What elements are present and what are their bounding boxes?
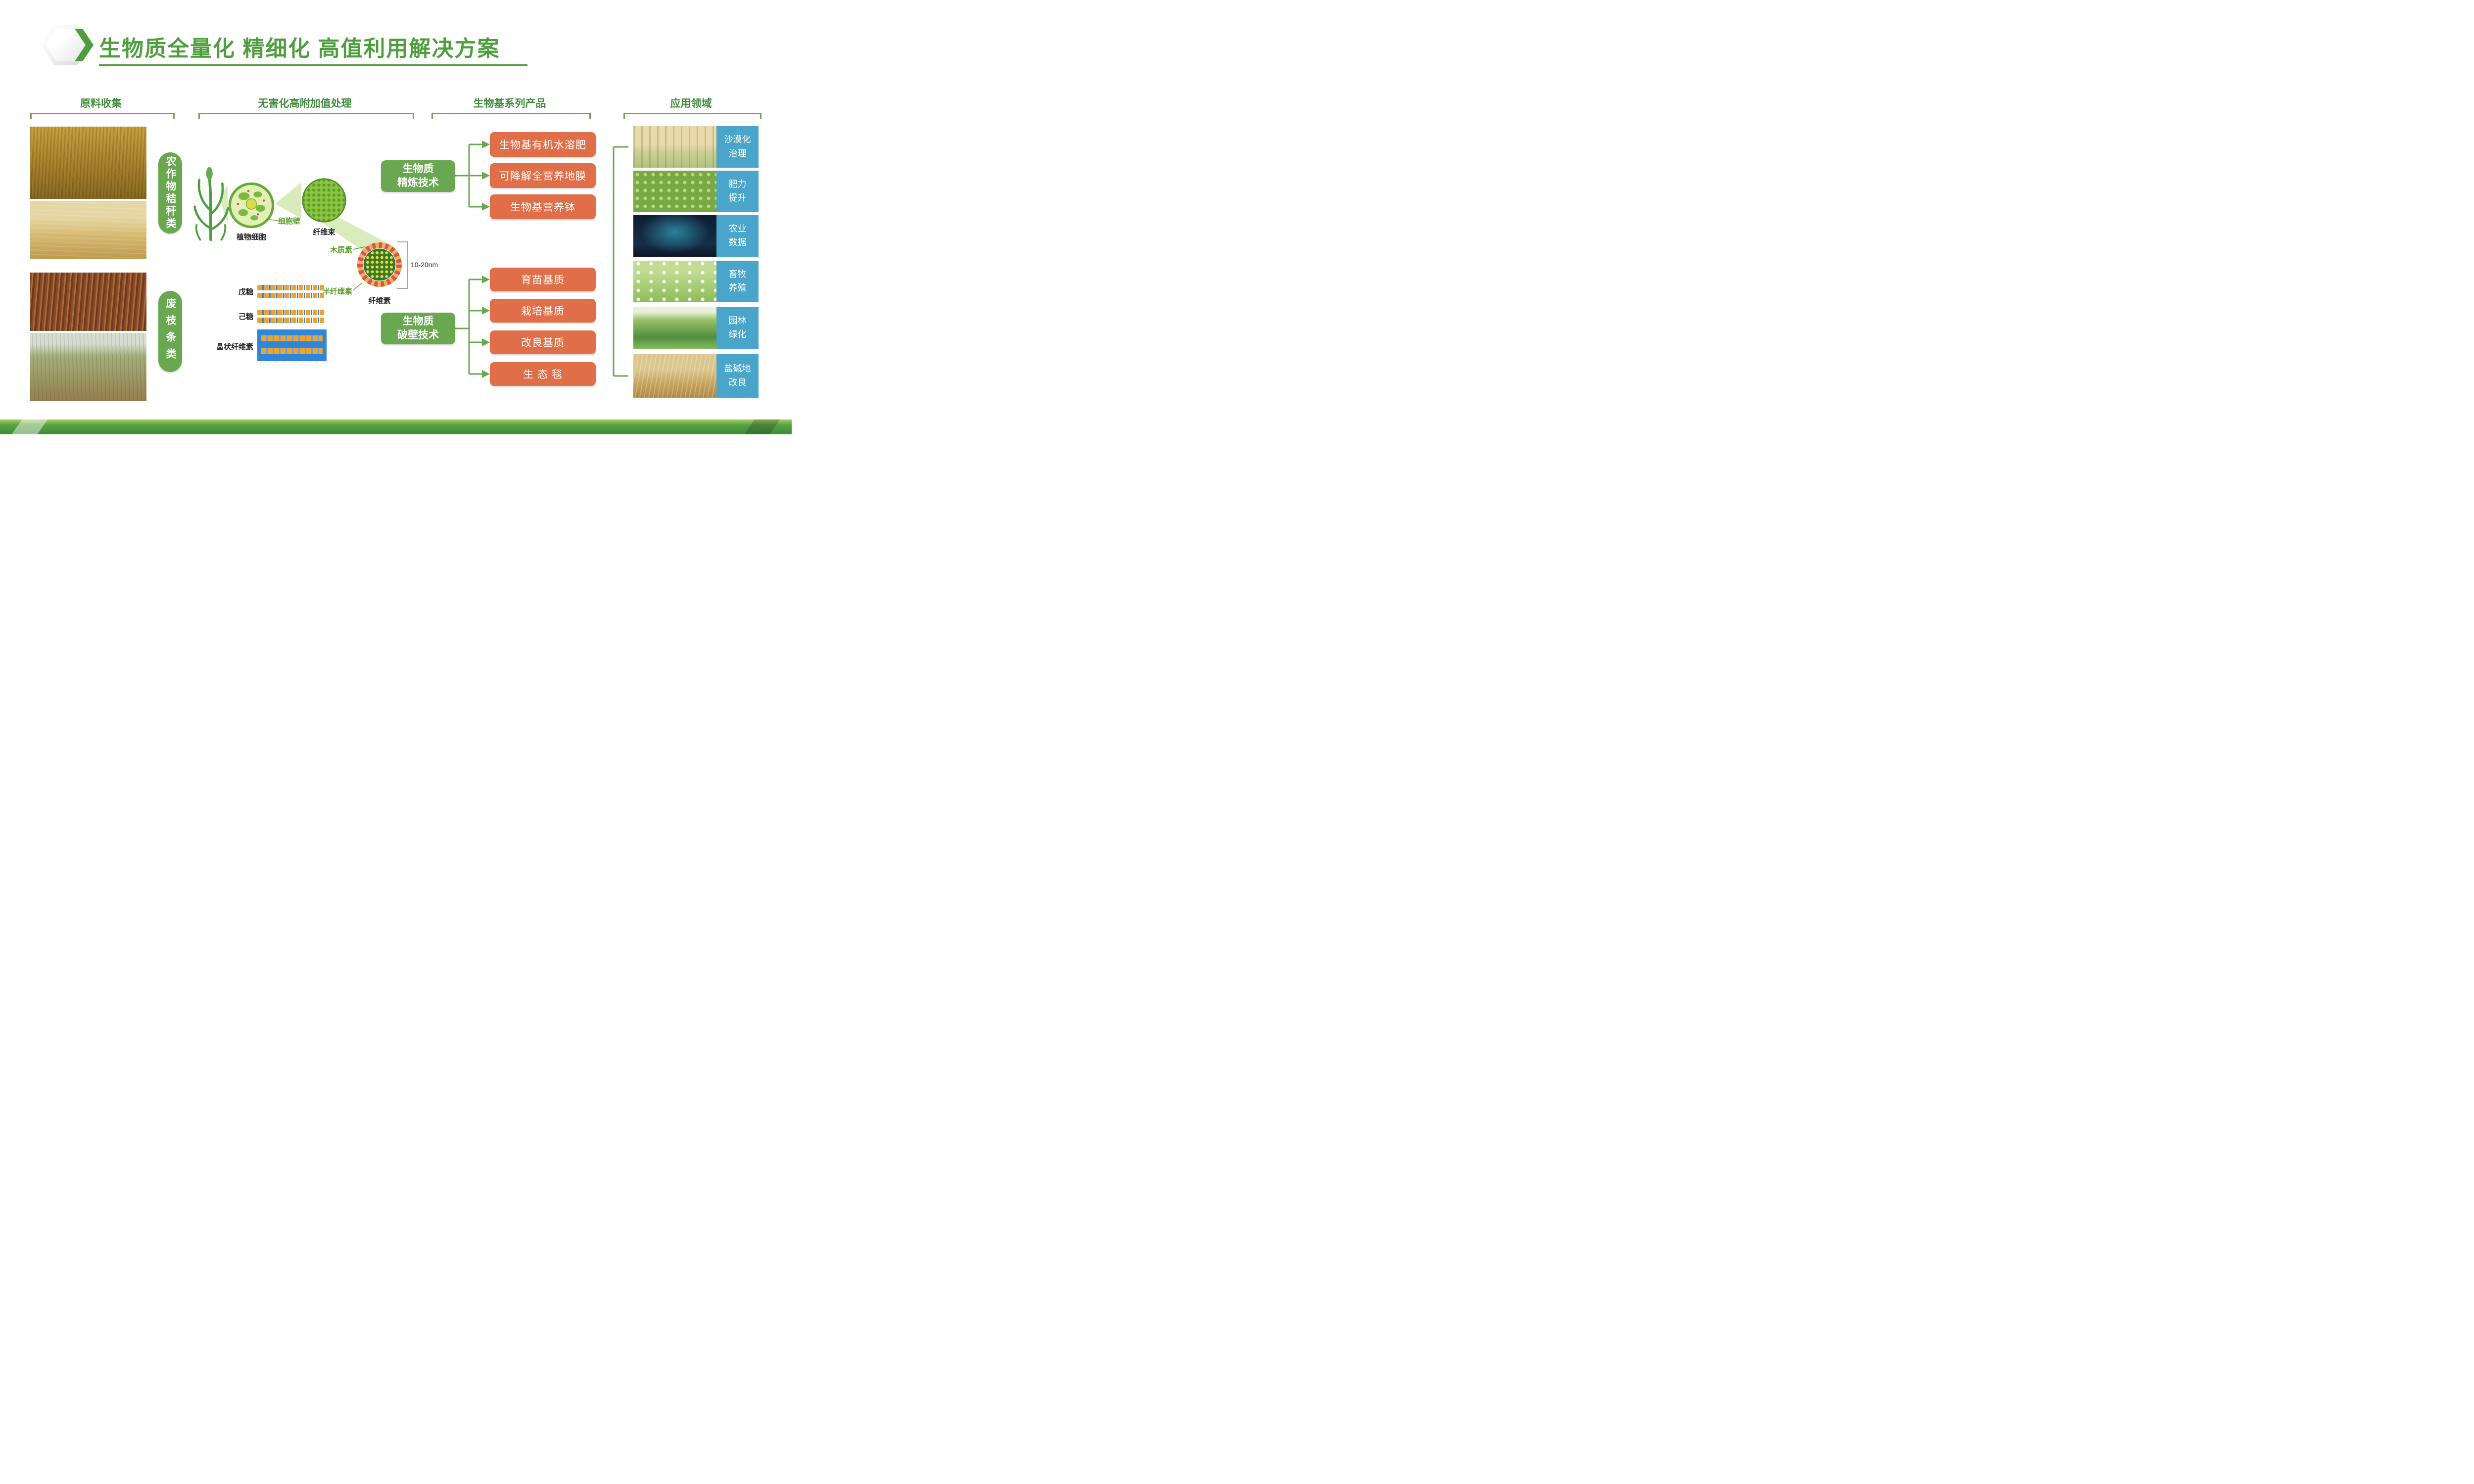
app-label-fertility-improvement: 肥力 提升 <box>716 171 759 212</box>
refining-tech-box: 生物质 精炼技术 <box>381 160 455 192</box>
plant-illustration <box>191 163 231 247</box>
photo-corn-stalks <box>30 127 146 199</box>
section-header-products: 生物基系列产品 <box>473 98 546 109</box>
product-box-improvement-substrate: 改良基质 <box>490 330 596 354</box>
slide: 生物质全量化 精细化 高值利用解决方案 原料收集 无害化高附加值处理 生物基系列… <box>0 0 792 445</box>
hexose-chain-row <box>257 310 325 315</box>
page-title: 生物质全量化 精细化 高值利用解决方案 <box>99 37 500 61</box>
bracket-applications <box>623 113 761 119</box>
category-label-crop-straw: 农作物秸秆类 <box>158 152 182 233</box>
crystal-chain-row <box>261 335 323 341</box>
section-header-collection: 原料收集 <box>80 98 122 109</box>
plant-cell-label: 植物细胞 <box>236 233 266 241</box>
hexose-chain-row <box>257 318 325 323</box>
cellulose-label: 纤维素 <box>368 297 391 305</box>
fiber-bundle-label: 纤维束 <box>313 228 335 236</box>
product-box-nutrient-pot: 生物基营养钵 <box>490 194 596 219</box>
crystalline-cellulose-diagram <box>257 329 327 361</box>
plant-cell-diagram <box>228 182 275 232</box>
app-label-saline-soil-improvement: 盐碱地 改良 <box>716 354 759 398</box>
photo-livestock-breeding <box>633 261 716 302</box>
pentose-chain-row <box>257 293 325 298</box>
product-box-seedling-substrate: 育苗基质 <box>490 268 596 291</box>
app-label-agriculture-data: 农业 数据 <box>716 215 759 257</box>
photo-waste-twigs <box>30 273 146 331</box>
bracket-products <box>431 113 591 119</box>
category-label-waste-branches: 废枝条类 <box>158 291 182 372</box>
pentose-label: 戊糖 <box>238 288 253 296</box>
footer-ribbon <box>0 419 792 434</box>
photo-orchard-branches <box>30 333 146 401</box>
bracket-collection <box>30 113 175 119</box>
crystalline-cellulose-label: 晶状纤维素 <box>216 343 253 351</box>
hexose-label: 己糖 <box>238 313 253 321</box>
breaking-tech-box: 生物质 破壁技术 <box>381 313 455 344</box>
title-underline <box>99 64 527 66</box>
photo-fertility-improvement <box>633 171 716 212</box>
product-box-cultivation-substrate: 栽培基质 <box>490 299 596 323</box>
app-label-livestock-breeding: 畜牧 养殖 <box>716 261 759 302</box>
product-box-eco-blanket: 生 态 毯 <box>490 362 596 386</box>
section-header-processing: 无害化高附加值处理 <box>258 98 352 109</box>
hemicellulose-label: 半纤维素 <box>322 287 352 296</box>
photo-agriculture-data <box>633 215 716 257</box>
product-box-water-soluble-fertilizer: 生物基有机水溶肥 <box>490 132 596 157</box>
photo-saline-soil-improvement <box>633 354 716 398</box>
product-box-degradable-mulch-film: 可降解全营养地膜 <box>490 163 596 188</box>
photo-landscape-greening <box>633 307 716 349</box>
crystal-chain-row <box>261 348 323 354</box>
scale-label: 10-20nm <box>411 261 438 269</box>
photo-desert-control <box>633 126 716 168</box>
photo-straw-bales <box>30 201 146 259</box>
section-header-applications: 应用领域 <box>670 98 712 109</box>
cell-wall-label: 细胞壁 <box>278 217 301 226</box>
app-label-desert-control: 沙漠化 治理 <box>716 126 759 168</box>
fiber-bundle-diagram <box>301 178 347 226</box>
bracket-processing <box>198 113 414 119</box>
app-label-landscape-greening: 园林 绿化 <box>716 307 759 349</box>
microfibril-diagram <box>356 241 403 291</box>
pentose-chain-row <box>257 285 325 290</box>
lignin-label: 木质素 <box>330 246 352 254</box>
